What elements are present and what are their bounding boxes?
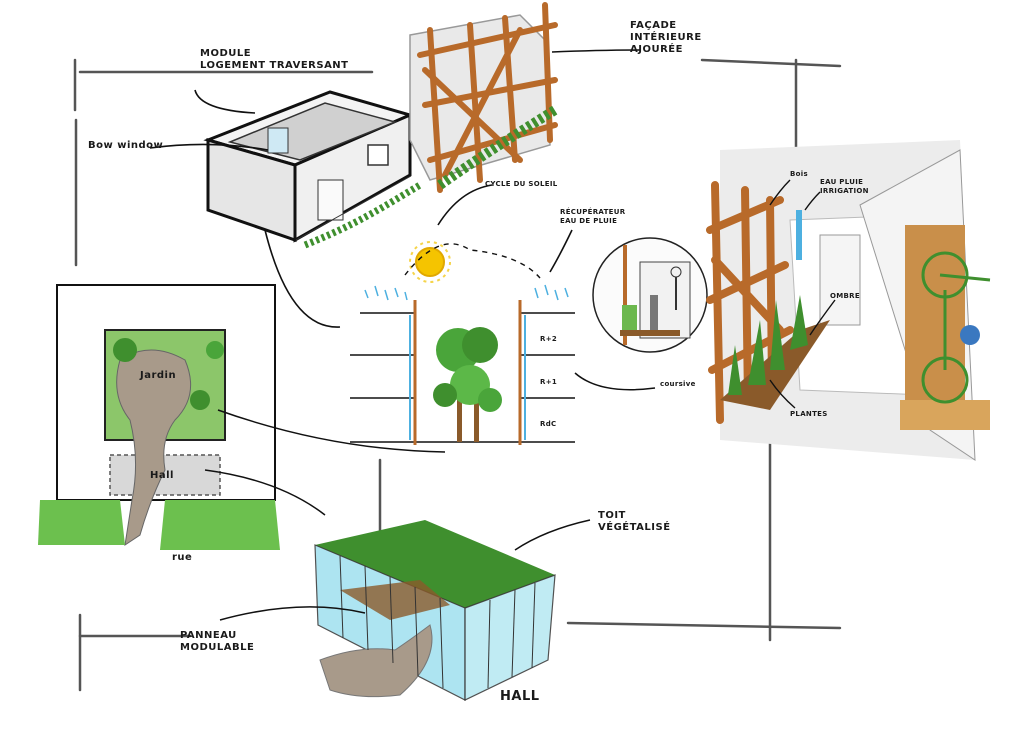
label-jardin: Jardin <box>140 370 177 381</box>
coursive-detail-drawing <box>592 237 708 353</box>
corridor-arrows <box>769 179 836 409</box>
label-hall-pavilion: HALL <box>500 689 540 704</box>
label-facade-line1: FAÇADE <box>630 20 677 31</box>
corridor-perspective-drawing <box>706 140 991 461</box>
section-tree-icon <box>433 327 502 442</box>
label-toit-line2: VÉGÉTALISÉ <box>598 522 671 533</box>
label-panneau-line1: PANNEAU <box>180 630 237 641</box>
label-module-line2: LOGEMENT TRAVERSANT <box>200 60 349 71</box>
plan-drawing <box>38 284 280 550</box>
label-panneau-line2: MODULABLE <box>180 642 255 653</box>
label-recuperateur-line1: RÉCUPÉRATEUR <box>560 208 626 216</box>
label-level-rdc: RdC <box>540 420 557 428</box>
label-facade: FAÇADE INTÉRIEURE AJOURÉE <box>630 20 702 56</box>
label-panneau: PANNEAU MODULABLE <box>180 630 254 654</box>
label-bow-window: Bow window <box>88 140 164 151</box>
annotation-arrows-top <box>149 49 641 328</box>
hall-pavilion-drawing <box>314 520 556 701</box>
label-hall-plan: Hall <box>150 470 174 481</box>
label-module-line1: MODULE <box>200 48 252 59</box>
label-eau-pluie-line1: EAU PLUIE <box>820 178 864 186</box>
label-facade-line3: AJOURÉE <box>630 44 683 55</box>
label-rue: rue <box>172 552 193 563</box>
label-plantes: PLANTES <box>790 410 828 418</box>
label-ombre: OMBRE <box>830 292 860 300</box>
hall-arrows <box>219 519 591 621</box>
label-module: MODULE LOGEMENT TRAVERSANT <box>200 48 349 72</box>
sun-icon <box>409 241 451 283</box>
frame-lines <box>73 58 842 692</box>
label-toit-line1: TOIT <box>598 510 626 521</box>
rain-icon-right <box>534 284 569 301</box>
label-cycle-soleil: CYCLE DU SOLEIL <box>485 180 558 188</box>
label-eau-pluie: EAU PLUIE IRRIGATION <box>820 178 869 196</box>
coursive-arrow <box>574 372 656 391</box>
sun-path-dashed <box>404 243 541 279</box>
label-eau-pluie-line2: IRRIGATION <box>820 187 869 195</box>
label-toit: TOIT VÉGÉTALISÉ <box>598 510 671 534</box>
label-level-r1: R+1 <box>540 378 558 386</box>
label-recuperateur: RÉCUPÉRATEUR EAU DE PLUIE <box>560 208 625 226</box>
building-section-drawing <box>350 300 575 445</box>
plan-arrows <box>204 409 446 516</box>
label-recuperateur-line2: EAU DE PLUIE <box>560 217 618 225</box>
label-facade-line2: INTÉRIEURE <box>630 32 702 43</box>
label-coursive: coursive <box>660 380 696 388</box>
rain-icon-left <box>364 285 408 301</box>
label-level-r2: R+2 <box>540 335 558 343</box>
module-logement-drawing <box>203 90 422 249</box>
facade-planting <box>437 105 558 190</box>
label-bois: Bois <box>790 170 808 178</box>
facade-lattice-drawing <box>409 2 558 193</box>
